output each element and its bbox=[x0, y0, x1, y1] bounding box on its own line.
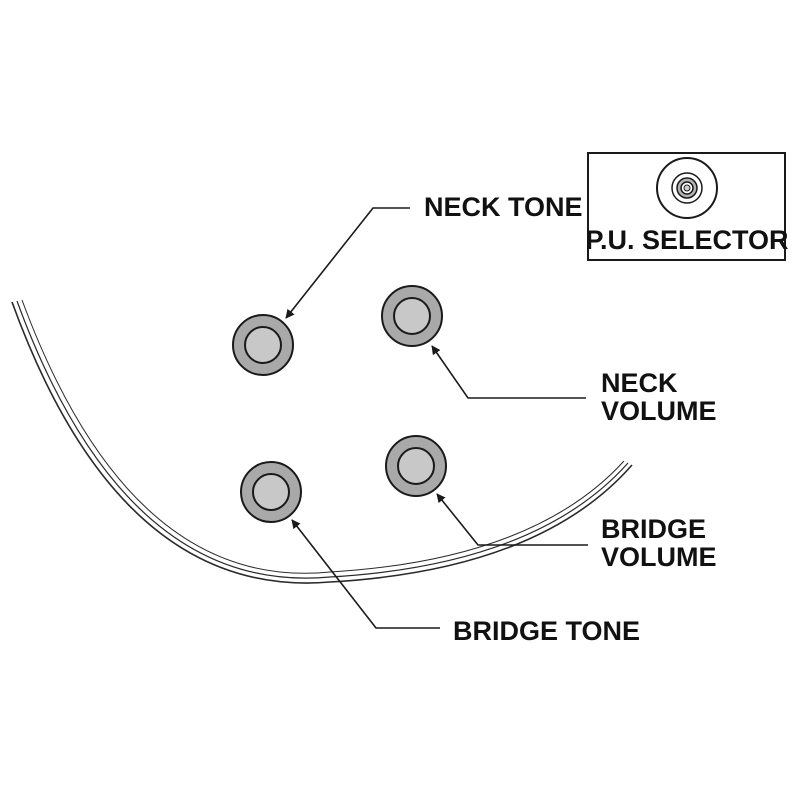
bridge-tone-label: BRIDGE TONE bbox=[453, 616, 640, 646]
neck-volume-label: NECK VOLUME bbox=[601, 368, 717, 426]
body-edge-curve bbox=[11, 299, 633, 584]
bridge-volume-knob bbox=[385, 435, 447, 497]
neck-volume-label-line2: VOLUME bbox=[601, 396, 717, 426]
bridge-tone-knob bbox=[240, 461, 302, 523]
pu-selector-box: P.U. SELECTOR bbox=[585, 152, 789, 261]
bridge-volume-label: BRIDGE VOLUME bbox=[601, 514, 717, 572]
neck-tone-label: NECK TONE bbox=[424, 192, 583, 222]
neck-volume-label-line1: NECK bbox=[601, 368, 678, 398]
bridge-volume-label-line2: VOLUME bbox=[601, 542, 717, 572]
selector-switch-icon bbox=[656, 157, 718, 219]
neck-volume-knob bbox=[381, 285, 443, 347]
bridge-tone-leader bbox=[291, 519, 440, 629]
neck-tone-leader bbox=[285, 207, 410, 319]
neck-tone-knob bbox=[232, 314, 294, 376]
bridge-volume-leader bbox=[436, 493, 588, 546]
neck-volume-leader bbox=[431, 345, 586, 399]
pu-selector-label: P.U. SELECTOR bbox=[585, 225, 788, 255]
bridge-volume-label-line1: BRIDGE bbox=[601, 514, 706, 544]
